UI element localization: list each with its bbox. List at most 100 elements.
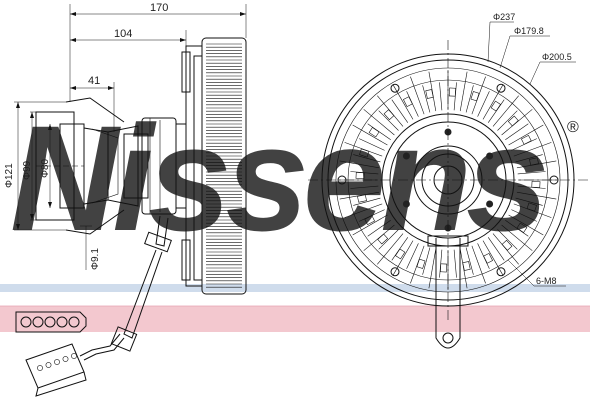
fin-clip bbox=[448, 87, 456, 97]
fin-clip bbox=[490, 100, 501, 112]
radial-fin bbox=[465, 247, 474, 275]
radial-fin bbox=[505, 123, 529, 141]
radial-fin bbox=[422, 85, 431, 113]
fin-clip bbox=[359, 148, 370, 158]
connector-pin bbox=[71, 353, 77, 359]
rim-bolt-hole bbox=[496, 83, 506, 93]
radial-fin bbox=[511, 209, 537, 222]
fin-clip bbox=[470, 91, 480, 102]
fin-clip bbox=[531, 180, 541, 188]
radial-fin bbox=[377, 95, 404, 127]
pinout-circle bbox=[56, 316, 68, 328]
radial-fin bbox=[508, 214, 544, 236]
fin-clip bbox=[516, 222, 528, 233]
dim-bolt-hole: Φ9.1 bbox=[90, 248, 101, 270]
radial-fin bbox=[363, 224, 395, 251]
rim-bolt-hole bbox=[496, 267, 506, 277]
radial-fin bbox=[377, 233, 404, 265]
registered-mark: ® bbox=[567, 119, 579, 136]
fin-clip bbox=[507, 115, 519, 127]
rim-bolt-holes bbox=[337, 83, 559, 277]
pinout-circle bbox=[20, 316, 32, 328]
radial-fin bbox=[501, 109, 533, 136]
dim-flange-diameter: Φ200.5 bbox=[542, 52, 572, 62]
radial-fin bbox=[344, 142, 383, 157]
hub-bolt-hole bbox=[402, 152, 410, 160]
fin-clip bbox=[425, 89, 434, 99]
radial-fin bbox=[378, 229, 399, 250]
radial-fin bbox=[513, 203, 552, 218]
radial-fin bbox=[406, 243, 419, 269]
radial-fin bbox=[516, 191, 557, 200]
radial-fins bbox=[338, 70, 558, 290]
radial-fin bbox=[508, 124, 544, 146]
radial-fin bbox=[517, 171, 546, 175]
watermark-band bbox=[0, 284, 590, 292]
connector-pinout-icon bbox=[15, 311, 87, 333]
connector-pins bbox=[37, 353, 77, 371]
connector-pin bbox=[45, 362, 52, 368]
pinout-circle bbox=[44, 316, 56, 328]
dim-overall-length: 170 bbox=[150, 2, 168, 14]
front-view: Φ237 Φ179.8 Φ200.5 6-M8 bbox=[308, 12, 590, 349]
mounting-flange bbox=[35, 111, 85, 221]
radial-fin bbox=[344, 203, 383, 218]
hub-bolt-hole bbox=[486, 152, 494, 160]
radial-fin bbox=[516, 160, 557, 169]
dim-fan-diameter: Φ237 bbox=[493, 12, 515, 22]
fin-clip bbox=[377, 233, 389, 245]
radial-fin bbox=[392, 84, 414, 120]
radial-fin bbox=[471, 76, 486, 115]
side-view: 170 104 41 Φ121 Φ99 bbox=[4, 2, 247, 397]
fin-clip bbox=[416, 258, 426, 269]
radial-fin bbox=[352, 214, 388, 236]
brand-watermark: Nissens ® bbox=[0, 94, 590, 332]
radial-fin bbox=[350, 185, 379, 189]
radial-fin bbox=[422, 247, 431, 275]
fin-clip bbox=[526, 202, 537, 212]
radial-fin bbox=[487, 237, 505, 261]
fin-clip bbox=[357, 194, 367, 203]
radial-fin bbox=[501, 224, 533, 251]
radial-fin bbox=[492, 95, 519, 127]
radial-fin bbox=[353, 197, 381, 206]
fin-clip bbox=[440, 263, 448, 273]
pinout-circles bbox=[20, 316, 80, 328]
radial-fin bbox=[513, 142, 552, 157]
dim-bolt-circle: Φ179.8 bbox=[514, 26, 544, 36]
radial-fin bbox=[515, 154, 543, 163]
radial-fin bbox=[482, 240, 504, 276]
radial-fin bbox=[367, 219, 391, 237]
radial-fin bbox=[339, 160, 380, 169]
radial-fin bbox=[392, 240, 414, 276]
radial-fin bbox=[378, 110, 399, 131]
conical-hub bbox=[65, 97, 149, 235]
dim-flange-length: 41 bbox=[88, 75, 100, 87]
dim-outer-diameter: Φ121 bbox=[4, 163, 15, 188]
front-dimensions: Φ237 Φ179.8 Φ200.5 6-M8 bbox=[487, 12, 576, 287]
fan-clutch-disc bbox=[308, 40, 590, 320]
dim-pilot-diameter-2: Φ80 bbox=[40, 158, 51, 178]
radial-fin bbox=[339, 191, 380, 200]
radial-fin bbox=[410, 245, 425, 284]
fin-clip bbox=[355, 172, 365, 180]
connector-pin bbox=[62, 356, 69, 362]
rim-bolt-hole bbox=[390, 267, 400, 277]
radial-fin bbox=[363, 109, 395, 136]
sensor-arm bbox=[427, 235, 469, 349]
dim-thread: 6-M8 bbox=[536, 276, 557, 286]
radial-fin bbox=[352, 124, 388, 146]
radial-fin bbox=[353, 154, 381, 163]
radial-fin bbox=[497, 229, 518, 250]
radial-fin bbox=[497, 110, 518, 131]
radial-fin bbox=[492, 233, 519, 265]
cooling-fins bbox=[206, 43, 242, 288]
radial-fin bbox=[391, 99, 409, 123]
dim-pilot-diameter-1: Φ99 bbox=[22, 160, 33, 180]
rim-bolt-hole bbox=[390, 83, 400, 93]
connector-pin bbox=[54, 359, 60, 365]
radial-fin bbox=[477, 91, 490, 117]
radial-fin bbox=[459, 71, 468, 112]
